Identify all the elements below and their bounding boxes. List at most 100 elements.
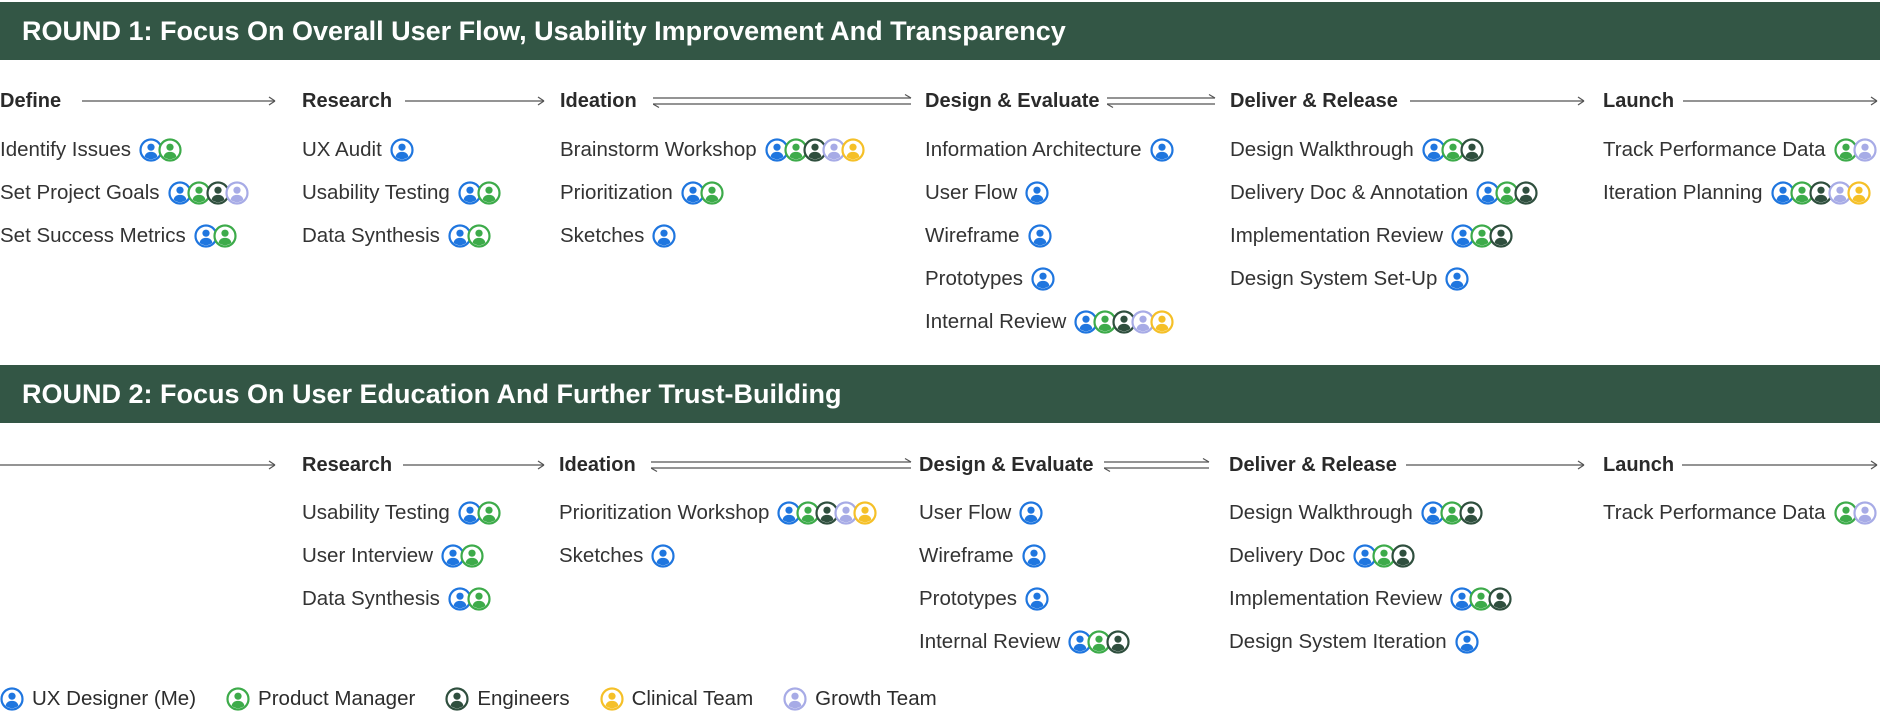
task-item: Sketches — [560, 223, 676, 249]
pm-person-icon — [1093, 310, 1117, 334]
flow-arrow-r1-4 — [1107, 93, 1216, 109]
flow-arrow-r1-3 — [653, 93, 912, 109]
ux-person-icon — [651, 544, 675, 568]
task-label: Iteration Planning — [1603, 181, 1763, 204]
eng-person-icon — [205, 181, 230, 205]
ux-person-icon — [1149, 138, 1174, 162]
task-item: User Interview — [302, 543, 484, 569]
ux-person-icon — [139, 138, 163, 162]
eng-legend-icon — [445, 687, 469, 711]
pm-person-icon — [700, 181, 724, 205]
participant-avatars — [448, 587, 491, 611]
participant-avatars — [1451, 224, 1513, 248]
participant-avatars — [458, 501, 501, 525]
pm-person-icon — [467, 224, 491, 248]
legend-label: Engineers — [477, 687, 570, 710]
ux-person-icon — [652, 224, 676, 248]
clinical-person-icon — [853, 501, 878, 525]
ux-person-icon — [1025, 587, 1049, 611]
pm-person-icon — [158, 138, 182, 162]
task-item: Design System Iteration — [1229, 629, 1479, 655]
round-2-banner: ROUND 2: Focus On User Education And Fur… — [0, 365, 1880, 423]
flow-arrow-r1-5 — [1410, 96, 1585, 106]
pm-person-icon — [213, 224, 237, 248]
ux-person-icon — [1031, 267, 1055, 291]
legend-entry-growth: Growth Team — [783, 687, 937, 711]
participant-avatars — [1455, 630, 1479, 654]
flow-arrow-r1-6 — [1683, 96, 1878, 106]
ux-person-icon — [1068, 630, 1092, 654]
growth-person-icon — [1827, 181, 1852, 205]
task-item: Sketches — [559, 543, 675, 569]
task-item: User Flow — [925, 180, 1049, 206]
legend-label: UX Designer (Me) — [32, 687, 197, 710]
participant-avatars — [1019, 501, 1043, 525]
task-label: Brainstorm Workshop — [560, 138, 757, 161]
clinical-person-icon — [841, 138, 865, 162]
pm-person-icon — [1469, 587, 1493, 611]
task-item: Design System Set-Up — [1230, 266, 1469, 292]
flow-arrow-r2-4 — [1104, 457, 1210, 473]
ux-legend-icon — [0, 687, 24, 711]
participant-avatars — [167, 181, 249, 205]
task-item: Prototypes — [919, 586, 1049, 612]
task-item: Wireframe — [919, 543, 1046, 569]
legend-entry-eng: Engineers — [445, 687, 570, 711]
flow-arrow-r2-2 — [403, 460, 545, 470]
pm-person-icon — [477, 501, 501, 525]
task-label: Sketches — [560, 224, 645, 247]
eng-person-icon — [1106, 630, 1130, 654]
task-label: Information Architecture — [925, 138, 1142, 161]
participant-avatars — [1068, 630, 1130, 654]
participant-avatars — [1833, 501, 1877, 525]
task-item: Internal Review — [919, 629, 1130, 655]
eng-person-icon — [1460, 138, 1484, 162]
task-item: Brainstorm Workshop — [560, 137, 865, 163]
flow-arrow-r2-1 — [0, 460, 276, 470]
participant-avatars — [1074, 310, 1174, 334]
ux-person-icon — [1074, 310, 1098, 334]
ux-person-icon — [1445, 267, 1469, 291]
clinical-person-icon — [1846, 181, 1871, 205]
task-item: Prototypes — [925, 266, 1055, 292]
participant-avatars — [1025, 587, 1049, 611]
task-item: Design Walkthrough — [1229, 500, 1483, 526]
task-item: Implementation Review — [1230, 223, 1513, 249]
participant-avatars — [1422, 138, 1484, 162]
task-label: UX Audit — [302, 138, 382, 161]
phase-title-design-and-evaluate: Design & Evaluate — [925, 90, 1100, 112]
participant-avatars — [765, 138, 865, 162]
participant-avatars — [1445, 267, 1469, 291]
task-item: Information Architecture — [925, 137, 1174, 163]
role-legend: UX Designer (Me) Product Manager Engineers… — [0, 684, 967, 714]
participant-avatars — [1021, 544, 1046, 568]
legend-label: Product Manager — [258, 687, 416, 710]
task-item: Iteration Planning — [1603, 180, 1871, 206]
task-label: Prioritization — [560, 181, 673, 204]
task-label: Delivery Doc — [1229, 544, 1346, 567]
task-label: User Interview — [302, 544, 434, 567]
task-item: Set Success Metrics — [0, 223, 237, 249]
task-label: Track Performance Data — [1603, 501, 1826, 524]
phase-title-launch: Launch — [1603, 454, 1675, 476]
task-label: Wireframe — [919, 544, 1014, 567]
flow-arrow-r2-3 — [651, 457, 912, 473]
ux-person-icon — [1450, 587, 1474, 611]
task-label: Sketches — [559, 544, 644, 567]
task-item: Usability Testing — [302, 180, 501, 206]
task-label: Track Performance Data — [1603, 138, 1826, 161]
participant-avatars — [390, 138, 414, 162]
task-label: User Flow — [925, 181, 1018, 204]
clinical-person-icon — [1150, 310, 1174, 334]
ux-person-icon — [1421, 501, 1445, 525]
participant-avatars — [1031, 267, 1055, 291]
task-label: Design System Set-Up — [1230, 267, 1438, 290]
task-label: Data Synthesis — [302, 224, 440, 247]
task-label: Implementation Review — [1230, 224, 1444, 247]
task-item: Prioritization — [560, 180, 724, 206]
phase-title-design-and-evaluate: Design & Evaluate — [919, 454, 1094, 476]
task-item: Delivery Doc & Annotation — [1230, 180, 1538, 206]
pm-person-icon — [1495, 181, 1519, 205]
pm-person-icon — [1470, 224, 1494, 248]
eng-person-icon — [1489, 224, 1513, 248]
